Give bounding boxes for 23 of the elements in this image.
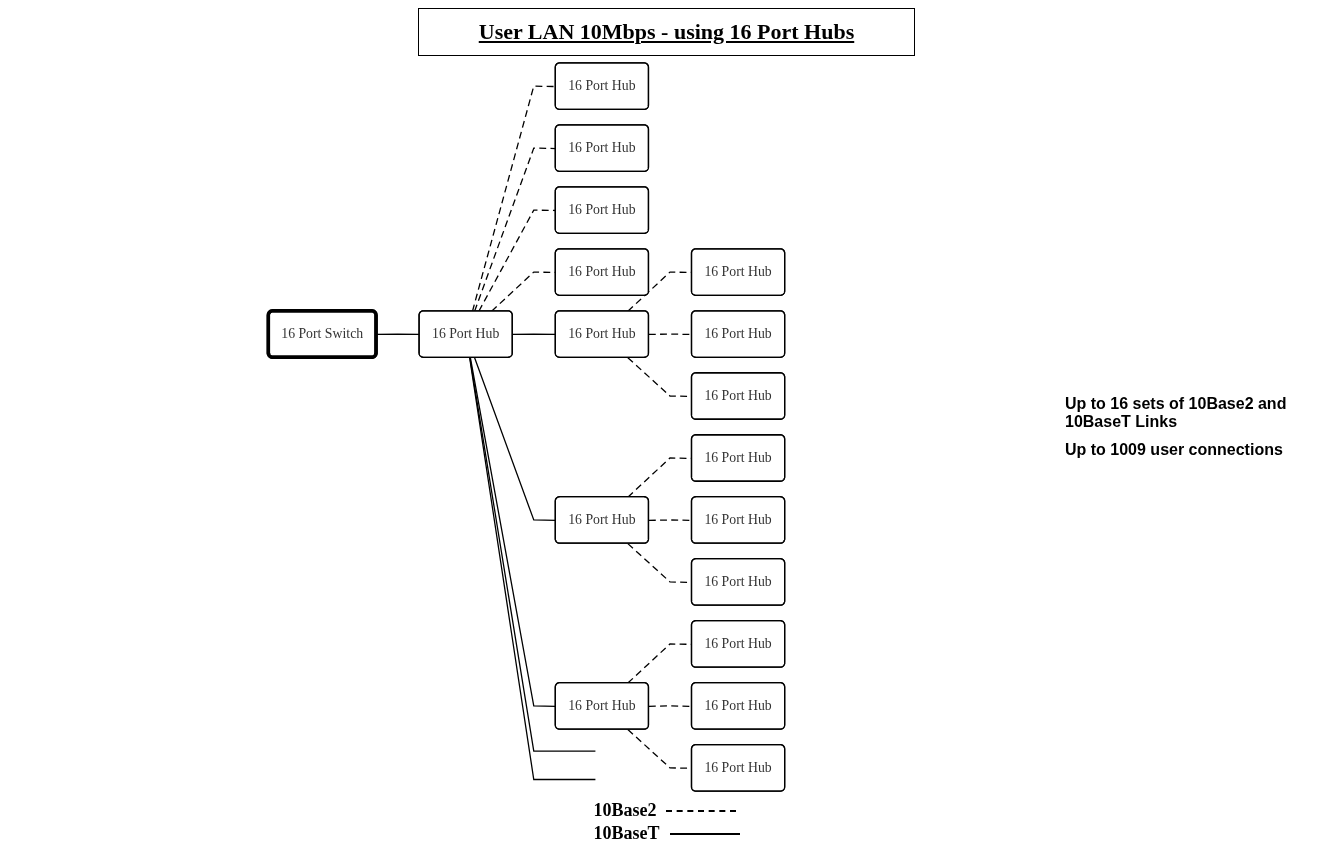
hub-box: 16 Port Hub bbox=[554, 248, 650, 296]
hub-box: 16 Port Hub bbox=[554, 186, 650, 234]
note-text: Up to 16 sets of 10Base2 and 10BaseT Links bbox=[1065, 395, 1288, 431]
hub-box: 16 Port Hub bbox=[690, 744, 786, 792]
hub-box: 16 Port Hub bbox=[690, 558, 786, 606]
hub-box: 16 Port Hub bbox=[554, 124, 650, 172]
hub-box: 16 Port Hub bbox=[690, 682, 786, 730]
hub-box: 16 Port Hub bbox=[554, 310, 650, 358]
hub-box: 16 Port Hub bbox=[690, 310, 786, 358]
switch-box: 16 Port Switch bbox=[266, 309, 378, 359]
legend-label: 10Base2 bbox=[593, 800, 657, 821]
note-text: Up to 1009 user connections bbox=[1065, 441, 1284, 459]
hub-box: 16 Port Hub bbox=[690, 620, 786, 668]
hub-box: 16 Port Hub bbox=[554, 62, 650, 110]
hub-box: 16 Port Hub bbox=[690, 434, 786, 482]
hub-box: 16 Port Hub bbox=[554, 496, 650, 544]
hub-box: 16 Port Hub bbox=[690, 496, 786, 544]
hub-box: 16 Port Hub bbox=[418, 310, 513, 358]
title: User LAN 10Mbps - using 16 Port Hubs bbox=[417, 8, 916, 56]
hub-box: 16 Port Hub bbox=[554, 682, 650, 730]
legend-label: 10BaseT bbox=[593, 823, 660, 844]
hub-box: 16 Port Hub bbox=[690, 372, 786, 420]
hub-box: 16 Port Hub bbox=[690, 248, 786, 296]
